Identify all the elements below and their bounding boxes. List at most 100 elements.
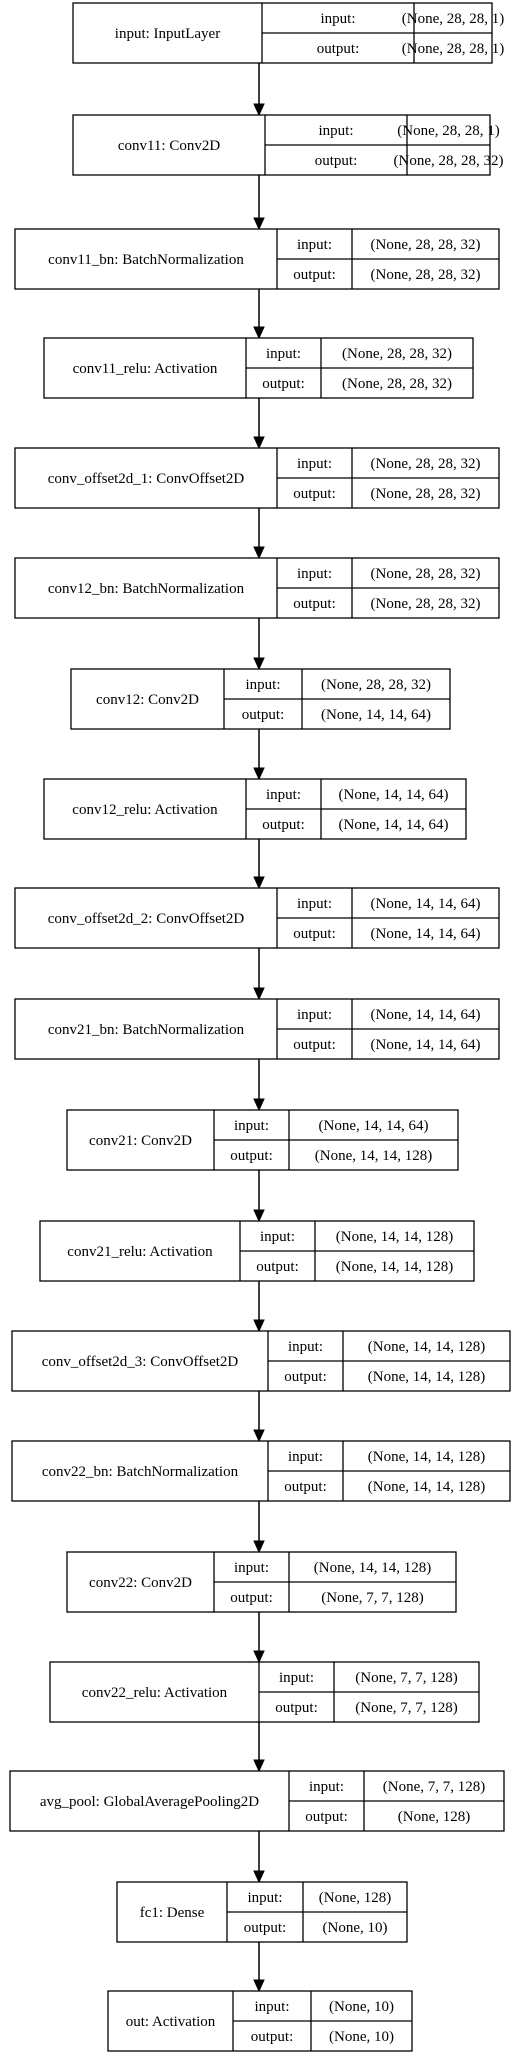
layer-name: input: InputLayer: [115, 26, 220, 42]
output-shape: (None, 28, 28, 32): [371, 596, 481, 612]
layer-name: conv12_relu: Activation: [72, 802, 218, 818]
input-shape: (None, 7, 7, 128): [355, 1670, 457, 1686]
output-label: output:: [262, 817, 305, 833]
output-label: output:: [317, 41, 360, 57]
output-shape: (None, 14, 14, 64): [371, 1037, 481, 1053]
layer-name: conv21_relu: Activation: [67, 1244, 213, 1260]
layer-node: conv_offset2d_1: ConvOffset2Dinput:outpu…: [14, 447, 500, 509]
output-shape: (None, 10): [329, 2029, 394, 2045]
layer-node: conv11_relu: Activationinput:output:(Non…: [43, 337, 474, 399]
layer-name: conv22_bn: BatchNormalization: [42, 1464, 239, 1480]
arrowhead: [253, 1209, 265, 1223]
output-label: output:: [293, 267, 336, 283]
output-shape: (None, 14, 14, 64): [371, 926, 481, 942]
input-label: input:: [247, 1890, 282, 1906]
input-shape: (None, 14, 14, 64): [371, 896, 481, 912]
input-label: input:: [279, 1670, 314, 1686]
output-label: output:: [293, 1037, 336, 1053]
output-label: output:: [315, 153, 358, 169]
input-shape: (None, 28, 28, 32): [371, 237, 481, 253]
arrowhead: [253, 1979, 265, 1993]
output-label: output:: [244, 1920, 287, 1936]
layer-node: avg_pool: GlobalAveragePooling2Dinput:ou…: [9, 1770, 505, 1832]
layer-name: conv22_relu: Activation: [82, 1685, 228, 1701]
input-shape: (None, 28, 28, 32): [342, 346, 452, 362]
input-shape: (None, 7, 7, 128): [383, 1779, 485, 1795]
input-label: input:: [234, 1118, 269, 1134]
layer-node: conv_offset2d_3: ConvOffset2Dinput:outpu…: [11, 1330, 511, 1392]
input-label: input:: [318, 123, 353, 139]
arrowhead: [253, 1319, 265, 1333]
layer-node: out: Activation input: output: (None, 10) (N…: [107, 1990, 413, 2052]
input-label: input:: [266, 787, 301, 803]
output-shape: (None, 28, 28, 32): [394, 153, 504, 169]
output-shape: (None, 7, 7, 128): [355, 1700, 457, 1716]
input-label: input:: [297, 896, 332, 912]
input-shape: (None, 28, 28, 32): [371, 566, 481, 582]
input-label: input:: [297, 456, 332, 472]
output-label: output:: [230, 1148, 273, 1164]
layer-name: conv11_bn: BatchNormalization: [48, 252, 244, 268]
layer-name: conv11: Conv2D: [118, 138, 221, 154]
layer-node: conv11_bn: BatchNormalizationinput:outpu…: [14, 228, 500, 290]
layer-node: conv11: Conv2D input: output: (None, 28, 28…: [72, 114, 504, 176]
arrowhead: [253, 987, 265, 1001]
layer-node: conv21_bn: BatchNormalization input: outpu…: [14, 998, 500, 1060]
input-shape: (None, 128): [319, 1890, 391, 1906]
arrowhead: [253, 767, 265, 781]
layer-name: out: Activation: [126, 2014, 216, 2030]
input-shape: (None, 14, 14, 128): [368, 1449, 485, 1465]
input-label: input:: [309, 1779, 344, 1795]
output-shape: (None, 7, 7, 128): [321, 1590, 423, 1606]
layer-name: conv11_relu: Activation: [73, 361, 218, 377]
input-label: input:: [254, 1999, 289, 2015]
layer-node: conv12_relu: Activation input: output: (Non…: [43, 778, 467, 840]
input-label: input:: [297, 1007, 332, 1023]
output-label: output:: [275, 1700, 318, 1716]
output-shape: (None, 28, 28, 32): [371, 267, 481, 283]
layer-node: conv_offset2d_2: ConvOffset2Dinput:outpu…: [14, 887, 500, 949]
output-label: output:: [251, 2029, 294, 2045]
arrowhead: [253, 1098, 265, 1112]
input-shape: (None, 28, 28, 1): [402, 11, 504, 27]
output-shape: (None, 14, 14, 64): [339, 817, 449, 833]
output-shape: (None, 14, 14, 64): [321, 707, 431, 723]
layer-name: conv12: Conv2D: [96, 692, 199, 708]
arrowhead: [253, 1759, 265, 1773]
input-shape: (None, 28, 28, 32): [321, 677, 431, 693]
output-label: output:: [242, 707, 285, 723]
input-label: input:: [266, 346, 301, 362]
output-label: output:: [293, 926, 336, 942]
input-label: input:: [288, 1339, 323, 1355]
input-label: input:: [297, 566, 332, 582]
output-shape: (None, 14, 14, 128): [336, 1259, 453, 1275]
arrowhead: [253, 326, 265, 340]
input-shape: (None, 14, 14, 128): [336, 1229, 453, 1245]
layer-node: conv22_bn: BatchNormalizationinput:outpu…: [11, 1440, 511, 1502]
input-shape: (None, 28, 28, 32): [371, 456, 481, 472]
input-label: input:: [260, 1229, 295, 1245]
output-shape: (None, 28, 28, 1): [402, 41, 504, 57]
output-shape: (None, 128): [398, 1809, 470, 1825]
layer-name: conv21_bn: BatchNormalization: [48, 1022, 245, 1038]
arrowhead: [253, 657, 265, 671]
layer-name: avg_pool: GlobalAveragePooling2D: [40, 1794, 259, 1810]
arrowhead: [253, 217, 265, 231]
output-label: output:: [284, 1369, 327, 1385]
arrowhead: [253, 1540, 265, 1554]
arrowhead: [253, 1870, 265, 1884]
input-shape: (None, 10): [329, 1999, 394, 2015]
output-label: output:: [230, 1590, 273, 1606]
layer-name: fc1: Dense: [140, 1905, 205, 1921]
input-shape: (None, 28, 28, 1): [397, 123, 499, 139]
layer-node: conv22_relu: Activation input: output: (Non…: [49, 1661, 480, 1723]
arrowhead: [253, 103, 265, 117]
input-shape: (None, 14, 14, 64): [339, 787, 449, 803]
arrowhead: [253, 876, 265, 890]
output-shape: (None, 14, 14, 128): [368, 1479, 485, 1495]
input-label: input:: [288, 1449, 323, 1465]
